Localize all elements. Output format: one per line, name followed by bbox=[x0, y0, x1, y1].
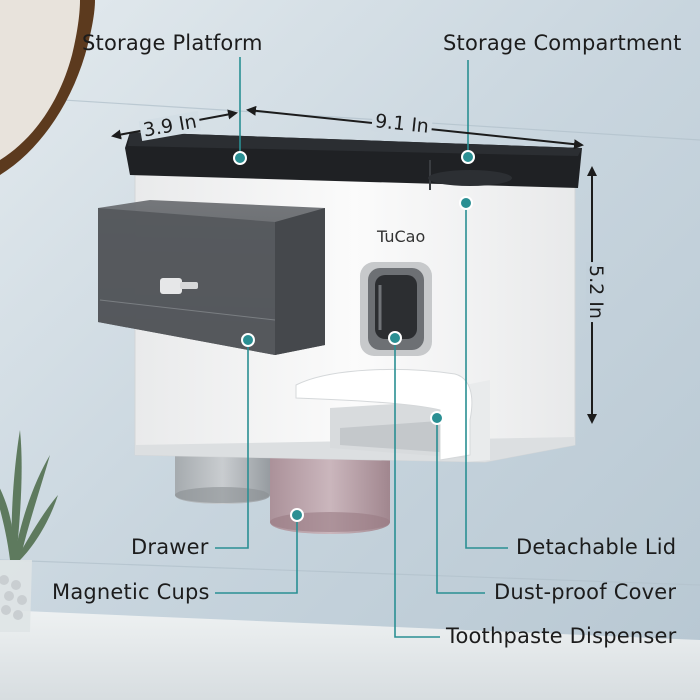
callout-line-toothpaste-dispenser bbox=[394, 338, 440, 638]
callout-line-drawer bbox=[215, 340, 249, 549]
callout-line-magnetic-cups bbox=[215, 515, 298, 594]
storage-platform-label: Storage Platform bbox=[82, 31, 263, 55]
height-label: 5.2 In bbox=[585, 262, 607, 322]
callout-line-detachable-lid bbox=[465, 205, 508, 549]
dot-detachable-lid bbox=[459, 196, 473, 210]
mirror-frame bbox=[0, 0, 95, 175]
dot-toothpaste-dispenser bbox=[388, 331, 402, 345]
magnetic-cups-label: Magnetic Cups bbox=[52, 580, 210, 604]
callout-lines bbox=[215, 57, 508, 638]
dot-dust-proof-cover bbox=[430, 411, 444, 425]
callout-dots bbox=[233, 150, 475, 522]
bottom-shelf bbox=[0, 610, 700, 700]
dot-storage-compartment bbox=[461, 150, 475, 164]
drawer-visual bbox=[98, 200, 325, 355]
dot-magnetic-cups bbox=[290, 508, 304, 522]
detachable-lid-label: Detachable Lid bbox=[516, 535, 677, 559]
storage-compartment-label: Storage Compartment bbox=[443, 31, 682, 55]
toothpaste-dispenser-label: Toothpaste Dispenser bbox=[446, 624, 677, 648]
dust-proof-cover-visual bbox=[295, 368, 490, 462]
drawer-label: Drawer bbox=[131, 535, 209, 559]
plant-decoration bbox=[0, 430, 58, 632]
callout-line-dust-proof-cover bbox=[436, 420, 485, 594]
dust-proof-cover-label: Dust-proof Cover bbox=[494, 580, 677, 604]
dot-drawer bbox=[241, 333, 255, 347]
dot-storage-platform bbox=[233, 151, 247, 165]
toothpaste-dispenser-visual bbox=[360, 262, 432, 356]
brand-text: TuCao bbox=[376, 227, 425, 246]
